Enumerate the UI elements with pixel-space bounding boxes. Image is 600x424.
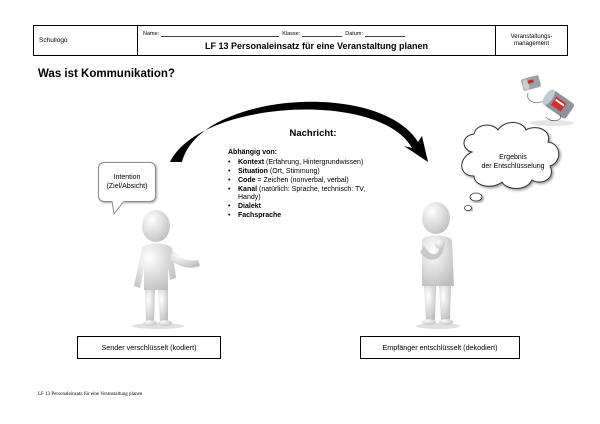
factor-list: Kontext (Erfahrung, Hintergrundwissen) S… xyxy=(228,159,388,220)
list-item: Code = Zeichen (nonverbal, verbal) xyxy=(228,177,388,185)
receiver-label: Empfänger entschlüsselt (dekodiert) xyxy=(382,343,498,352)
message-title: Nachricht: xyxy=(289,128,337,139)
school-logo-cell: Schullogo xyxy=(34,26,138,55)
list-item: Kanal (natürlich: Sprache, technisch: TV… xyxy=(228,186,388,202)
name-label: Name: xyxy=(143,31,160,37)
speech-bubble-tail xyxy=(112,201,125,215)
school-logo-text: Schullogo xyxy=(39,37,68,44)
message-block: Nachricht: Abhängig von: Kontext (Erfahr… xyxy=(228,128,388,221)
sender-figure xyxy=(132,210,200,329)
footer-text: LF 13 Personaleinsatz für eine Veranstal… xyxy=(38,392,143,397)
receiver-figure xyxy=(416,202,460,329)
intention-speech-bubble: Intention (Ziel/Absicht) xyxy=(98,162,156,202)
message-arc-arrow xyxy=(170,101,428,162)
class-label: Klasse: xyxy=(282,31,301,37)
class-line xyxy=(302,32,343,37)
header-center-cell: Name: Klasse: Datum: LF 13 Personaleinsa… xyxy=(138,26,496,55)
department-line-2: management xyxy=(513,40,549,47)
list-item: Fachsprache xyxy=(228,212,388,220)
header-table: Schullogo Name: Klasse: Datum: LF 13 Per… xyxy=(33,25,568,56)
header-fields: Name: Klasse: Datum: xyxy=(143,31,491,37)
intention-line-2: (Ziel/Absicht) xyxy=(106,183,148,190)
sender-label-box: Sender verschlüsselt (kodiert) xyxy=(77,336,221,359)
result-line-2: der Entschlüsselung xyxy=(481,163,545,170)
intention-line-1: Intention xyxy=(113,174,141,181)
result-line-1: Ergebnis xyxy=(499,154,527,161)
message-subtitle: Abhängig von: xyxy=(228,149,277,156)
date-line xyxy=(364,32,405,37)
date-label: Datum: xyxy=(345,31,363,37)
page-title: Was ist Kommunikation? xyxy=(38,68,175,80)
sender-label: Sender verschlüsselt (kodiert) xyxy=(101,343,197,352)
list-item: Dialekt xyxy=(228,203,388,211)
department-line-1: Veranstaltungs- xyxy=(510,33,553,40)
tin-can-phone-icon xyxy=(521,75,575,126)
name-line xyxy=(161,32,280,37)
result-thought-bubble xyxy=(461,122,560,211)
list-item: Kontext (Erfahrung, Hintergrundwissen) xyxy=(228,159,388,167)
list-item: Situation (Ort, Stimmung) xyxy=(228,168,388,176)
document-title: LF 13 Personaleinsatz für eine Veranstal… xyxy=(204,41,429,51)
department-cell: Veranstaltungs- management xyxy=(496,26,567,55)
receiver-label-box: Empfänger entschlüsselt (dekodiert) xyxy=(360,336,520,359)
result-text: Ergebnis der Entschlüsselung xyxy=(470,153,556,171)
